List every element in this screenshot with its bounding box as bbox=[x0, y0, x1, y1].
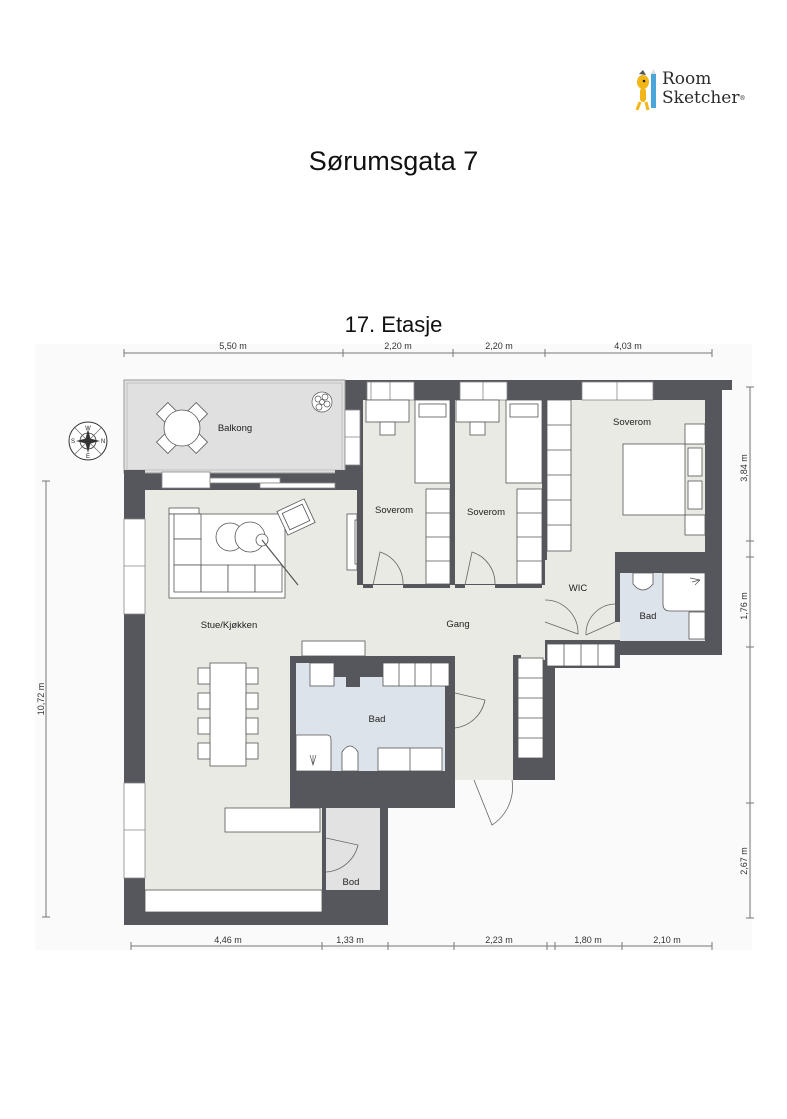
svg-text:S: S bbox=[71, 439, 75, 445]
dim-bottom-2: 1,33 m bbox=[336, 935, 364, 945]
shower-icon bbox=[309, 577, 701, 767]
label-gang: Gang bbox=[446, 619, 469, 630]
dim-right-3: 2,67 m bbox=[739, 847, 749, 875]
dimension-bottom bbox=[130, 942, 713, 950]
armchair bbox=[276, 498, 316, 536]
dim-right-2: 1,76 m bbox=[739, 592, 749, 620]
logo-line2: Sketcher bbox=[662, 88, 740, 108]
dining-table bbox=[197, 662, 259, 767]
svg-text:N: N bbox=[101, 439, 105, 445]
label-soverom-3: Soverom bbox=[613, 417, 651, 428]
mascot-icon bbox=[635, 69, 656, 111]
coffee-tables bbox=[215, 521, 299, 586]
dim-right-1: 3,84 m bbox=[739, 454, 749, 482]
dim-bottom-5: 2,10 m bbox=[653, 935, 681, 945]
dim-top-1: 5,50 m bbox=[219, 341, 247, 351]
wardrobes bbox=[517, 643, 616, 759]
label-soverom-1: Soverom bbox=[375, 505, 413, 516]
sofa bbox=[168, 507, 286, 599]
label-wic: WIC bbox=[569, 583, 588, 594]
roomsketcher-logo: Room Sketcher® bbox=[634, 68, 764, 114]
dim-bottom-4: 1,80 m bbox=[574, 935, 602, 945]
registered-mark: ® bbox=[739, 95, 746, 102]
label-balkong: Balkong bbox=[218, 423, 252, 434]
svg-text:W: W bbox=[85, 426, 91, 432]
svg-text:E: E bbox=[86, 454, 90, 460]
logo-line1: Room bbox=[662, 69, 712, 89]
label-soverom-2: Soverom bbox=[467, 507, 505, 518]
balcony-table-set bbox=[155, 401, 209, 455]
windows bbox=[123, 381, 654, 879]
dim-top-4: 4,03 m bbox=[614, 341, 642, 351]
dimension-right bbox=[746, 386, 754, 919]
label-stue-kjokken: Stue/Kjøkken bbox=[201, 620, 258, 631]
dim-left: 10,72 m bbox=[36, 683, 46, 716]
tv-unit bbox=[346, 513, 358, 571]
dim-bottom-3: 2,23 m bbox=[485, 935, 513, 945]
dimension-left bbox=[42, 480, 50, 918]
room-bad-1 bbox=[296, 663, 445, 771]
plant-icon bbox=[311, 391, 333, 413]
doors bbox=[325, 551, 616, 873]
bedroom-furniture bbox=[365, 399, 706, 585]
floor-title: 17. Etasje bbox=[344, 312, 443, 337]
page-title: Sørumsgata 7 bbox=[308, 146, 479, 176]
dim-top-3: 2,20 m bbox=[485, 341, 513, 351]
label-bod: Bod bbox=[343, 877, 360, 888]
dim-bottom-1: 4,46 m bbox=[214, 935, 242, 945]
dimension-top bbox=[123, 349, 713, 357]
bathroom-fixtures bbox=[295, 572, 706, 772]
room-balkong bbox=[123, 379, 346, 474]
label-bad-2: Bad bbox=[640, 611, 657, 622]
label-bad-1: Bad bbox=[369, 714, 386, 725]
dim-top-2: 2,20 m bbox=[384, 341, 412, 351]
compass-icon: W E N S bbox=[68, 421, 108, 461]
kitchen-counters bbox=[144, 640, 366, 913]
